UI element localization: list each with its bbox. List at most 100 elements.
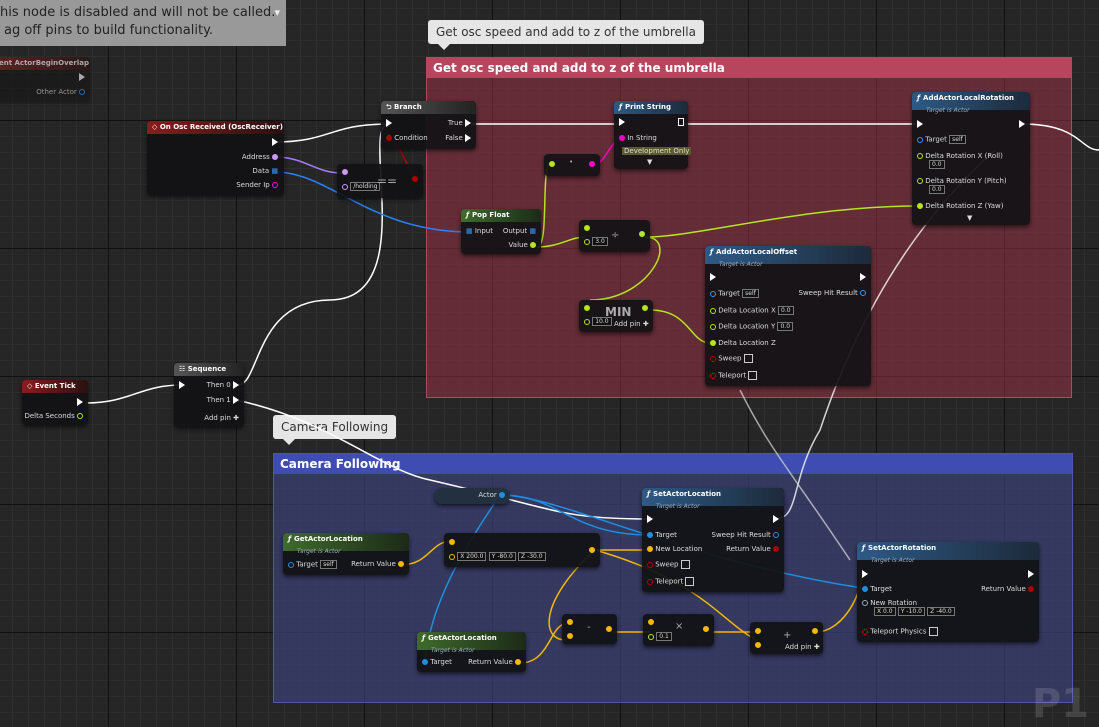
exec-in-pin[interactable] <box>647 515 653 523</box>
value-field[interactable]: 3.0 <box>592 237 608 246</box>
exec-out-pin[interactable] <box>1028 570 1034 578</box>
value-field[interactable]: 0.0 <box>777 322 794 331</box>
b-pin[interactable]: X 200.0 Y -80.0 Z -30.0 <box>449 552 546 561</box>
z-field[interactable]: Z -30.0 <box>518 552 546 561</box>
x-field[interactable]: X 0.0 <box>874 607 896 616</box>
input-pin[interactable]: ▦ Input <box>466 227 493 235</box>
sweep-pin[interactable]: Sweep <box>647 560 690 569</box>
exec-out-pin[interactable] <box>1019 120 1025 128</box>
exec-out-pin[interactable] <box>773 515 779 523</box>
data-pin[interactable]: Data ▦ <box>252 167 278 175</box>
teleport-pin[interactable]: Teleport <box>710 371 758 380</box>
address-pin[interactable]: Address <box>242 153 278 161</box>
value-field[interactable]: /holding <box>350 182 381 191</box>
exec-out-pin[interactable] <box>77 398 83 406</box>
output-pin[interactable]: Output ▦ <box>502 227 536 235</box>
value-field[interactable]: 0.1 <box>656 632 672 641</box>
in-string-pin[interactable]: In String <box>619 134 657 142</box>
target-pin[interactable]: Target <box>647 531 677 539</box>
out-pin[interactable] <box>812 627 818 635</box>
vector-add-node-2[interactable]: + Add pin ✚ <box>750 622 823 654</box>
delta-location-z-pin[interactable]: Delta Location Z <box>710 339 776 347</box>
divide-node[interactable]: 3.0 ÷ <box>579 220 650 252</box>
delta-location-x-pin[interactable]: Delta Location X 0.0 <box>710 306 794 315</box>
value-field[interactable]: 0.0 <box>929 160 945 169</box>
exec-in-pin[interactable] <box>386 119 392 127</box>
b-pin[interactable] <box>755 641 761 649</box>
value-field[interactable]: 10.0 <box>592 317 612 326</box>
out-pin[interactable] <box>642 304 648 312</box>
value-pin[interactable]: Value <box>509 241 536 249</box>
out-pin[interactable] <box>589 546 595 554</box>
then-0-pin[interactable]: Then 0 <box>207 381 239 389</box>
b-pin[interactable]: 0.1 <box>648 632 672 641</box>
exec-in-pin[interactable] <box>179 381 185 389</box>
sweep-checkbox[interactable] <box>743 354 753 363</box>
new-location-pin[interactable]: New Location <box>647 545 702 553</box>
exec-out-pin[interactable] <box>860 273 866 281</box>
condition-pin[interactable]: Condition <box>386 134 428 142</box>
return-value-pin[interactable]: Return Value <box>468 658 521 666</box>
actor-begin-overlap-node[interactable]: ent ActorBeginOverlap Other Actor <box>0 57 90 101</box>
out-pin[interactable] <box>589 160 595 168</box>
then-1-pin[interactable]: Then 1 <box>207 396 239 404</box>
z-field[interactable]: Z -40.0 <box>927 607 955 616</box>
b-pin[interactable]: 10.0 <box>584 317 612 326</box>
other-actor-pin[interactable]: Other Actor <box>36 88 85 96</box>
b-pin[interactable] <box>567 632 573 640</box>
new-rotation-pin[interactable]: New Rotation X 0.0 Y -10.0 Z -40.0 <box>862 599 955 616</box>
exec-in-pin[interactable] <box>710 273 716 281</box>
a-pin[interactable] <box>449 538 455 546</box>
a-pin[interactable] <box>755 627 761 635</box>
delta-rotation-x-pin[interactable]: Delta Rotation X (Roll)0.0 <box>917 152 1003 169</box>
sender-ip-pin[interactable]: Sender Ip <box>236 181 278 189</box>
teleport-checkbox[interactable] <box>748 371 758 380</box>
sweep-hit-result-pin[interactable]: Sweep Hit Result <box>712 531 779 539</box>
delta-rotation-y-pin[interactable]: Delta Rotation Y (Pitch)0.0 <box>917 177 1007 194</box>
equals-node[interactable]: /holding == <box>337 164 423 198</box>
exec-out-pin[interactable] <box>272 138 278 146</box>
sweep-checkbox[interactable] <box>680 560 690 569</box>
target-pin[interactable]: Target <box>422 658 452 666</box>
event-tick-node[interactable]: ◇ Event Tick Delta Seconds <box>22 380 88 425</box>
target-pin[interactable]: Target self <box>710 289 759 298</box>
add-pin-button[interactable]: Add pin ✚ <box>614 320 649 328</box>
b-pin[interactable]: 3.0 <box>584 237 608 246</box>
exec-in-pin[interactable] <box>917 120 923 128</box>
expand-arrow-icon[interactable]: ▼ <box>967 214 973 222</box>
expand-arrow-icon[interactable]: ▼ <box>647 158 653 166</box>
false-pin[interactable]: False <box>445 134 471 142</box>
teleport-checkbox[interactable] <box>685 577 695 586</box>
out-pin[interactable] <box>703 625 709 633</box>
sweep-pin[interactable]: Sweep <box>710 354 753 363</box>
b-pin[interactable]: /holding <box>342 182 381 191</box>
y-field[interactable]: Y -10.0 <box>897 607 925 616</box>
a-pin[interactable] <box>648 618 654 626</box>
return-value-pin[interactable]: Return Value <box>981 585 1034 593</box>
a-pin[interactable] <box>584 304 590 312</box>
y-field[interactable]: Y -80.0 <box>488 552 516 561</box>
teleport-physics-checkbox[interactable] <box>928 627 938 636</box>
out-pin[interactable] <box>639 230 645 238</box>
teleport-physics-pin[interactable]: Teleport Physics <box>862 627 938 636</box>
out-pin[interactable] <box>606 625 612 633</box>
bool-out-pin[interactable] <box>412 175 418 183</box>
exec-out-pin[interactable] <box>678 118 684 126</box>
value-field[interactable]: 0.0 <box>778 306 794 315</box>
sequence-node[interactable]: ☷ Sequence Then 0 Then 1 Add pin ✚ <box>174 363 244 427</box>
vector-add-node[interactable]: X 200.0 Y -80.0 Z -30.0 <box>444 533 600 567</box>
teleport-pin[interactable]: Teleport <box>647 577 695 586</box>
value-field[interactable]: 0.0 <box>929 185 945 194</box>
on-osc-received-node[interactable]: ◇ On Osc Received (OscReceiver) Address … <box>147 121 284 195</box>
sweep-hit-result-pin[interactable]: Sweep Hit Result <box>799 289 866 297</box>
exec-in-pin[interactable] <box>619 118 625 126</box>
actor-variable-node[interactable]: Actor <box>434 488 510 504</box>
subtract-node[interactable]: - <box>562 614 617 644</box>
